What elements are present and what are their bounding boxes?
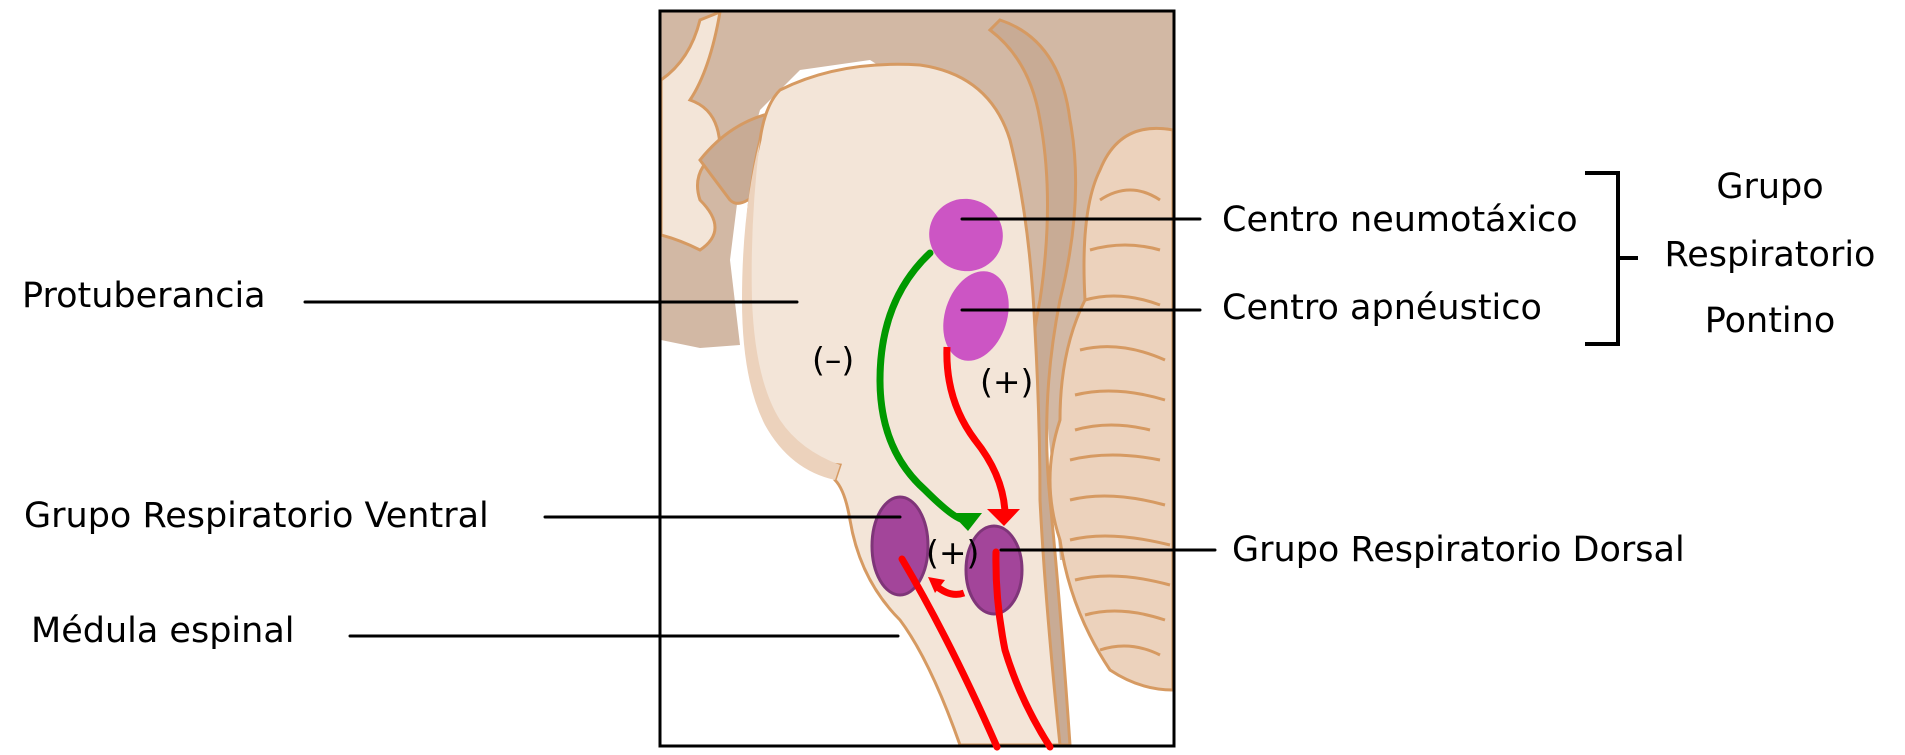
group-title-line-1: Grupo (1716, 167, 1824, 207)
inhibitory-arrow (876, 249, 969, 524)
cerebellum-folia (1069, 188, 1171, 657)
ventral-respiratory-group-nucleus (870, 495, 930, 597)
group-title-line-2: Respiratorio (1664, 235, 1876, 275)
excitatory-arrow-apneustic-head (987, 509, 1020, 526)
label-apneustic-center: Centro apnéustico (1222, 288, 1542, 328)
label-protuberancia: Protuberancia (22, 276, 266, 316)
inhibitory-arrow-head (951, 513, 982, 531)
pontine-group-bracket (1585, 171, 1638, 346)
brainstem-shading (742, 140, 840, 480)
label-dorsal-respiratory-group: Grupo Respiratorio Dorsal (1232, 530, 1685, 570)
sign-excitatory-dorsal-ventral: (+) (926, 533, 980, 572)
excitatory-arrow-apneustic (943, 346, 1009, 513)
sign-excitatory-apneustic: (+) (980, 362, 1034, 401)
label-ventral-respiratory-group: Grupo Respiratorio Ventral (24, 496, 489, 536)
efferent-line-ventral (898, 555, 1001, 751)
label-medula-espinal: Médula espinal (31, 611, 295, 651)
efferent-line-dorsal (992, 548, 1054, 751)
label-pneumotaxic-center: Centro neumotáxico (1222, 200, 1578, 240)
figure-frame (658, 9, 1176, 748)
pneumotaxic-center-nucleus (929, 198, 1003, 272)
group-title-line-3: Pontino (1704, 301, 1836, 341)
excitatory-arrow-dorsal-to-ventral-head (928, 577, 945, 593)
sign-inhibitory: (–) (812, 340, 855, 379)
apneustic-center-nucleus (943, 271, 1009, 361)
